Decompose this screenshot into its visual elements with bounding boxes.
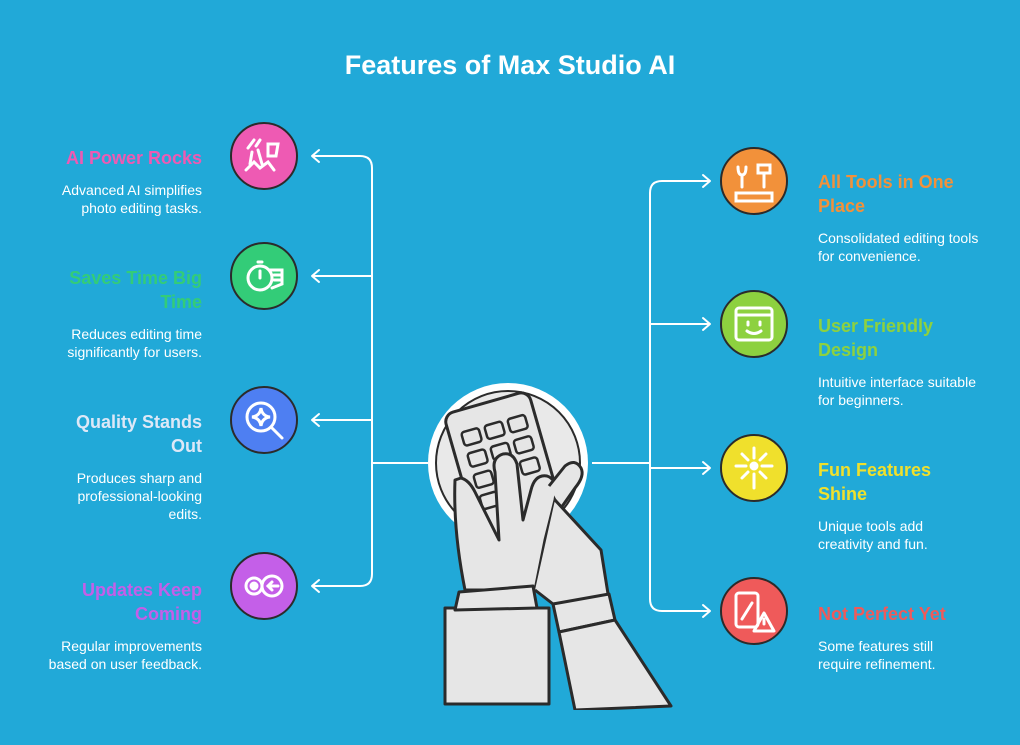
feature-heading: All Tools in One Place bbox=[818, 172, 954, 216]
hand-calculator-icon bbox=[428, 383, 673, 710]
feature-all-tools: All Tools in One Place Consolidated edit… bbox=[818, 170, 988, 265]
feature-heading: Updates Keep Coming bbox=[81, 580, 202, 624]
feature-user-friendly: User Friendly Design Intuitive interface… bbox=[818, 314, 988, 409]
feature-heading: Fun Features Shine bbox=[818, 460, 932, 504]
feature-updates: Updates Keep Coming Regular improvements… bbox=[20, 578, 202, 673]
feature-description: Intuitive interface suitable for beginne… bbox=[818, 374, 976, 408]
feature-quality: Quality Stands Out Produces sharp and pr… bbox=[20, 410, 202, 523]
page-title: Features of Max Studio AI bbox=[344, 50, 676, 80]
stopwatch-hand-icon bbox=[230, 242, 298, 310]
feature-description: Produces sharp and professional-looking … bbox=[76, 470, 202, 522]
feature-heading: Quality Stands Out bbox=[75, 412, 202, 456]
warning-icon bbox=[720, 577, 788, 645]
feature-description: Regular improvements based on user feedb… bbox=[48, 638, 202, 672]
ai-power-icon bbox=[230, 122, 298, 190]
feature-description: Advanced AI simplifies photo editing tas… bbox=[61, 182, 202, 216]
feature-description: Consolidated editing tools for convenien… bbox=[818, 230, 979, 264]
feature-heading: Saves Time Big Time bbox=[69, 268, 202, 312]
sparkle-icon bbox=[720, 434, 788, 502]
feature-heading: User Friendly Design bbox=[818, 316, 934, 360]
feature-fun: Fun Features Shine Unique tools add crea… bbox=[818, 458, 988, 553]
feature-description: Some features still require refinement. bbox=[818, 638, 936, 672]
feature-description: Reduces editing time significantly for u… bbox=[67, 326, 202, 360]
smiley-window-icon bbox=[720, 290, 788, 358]
feature-heading: Not Perfect Yet bbox=[818, 604, 946, 624]
feature-heading: AI Power Rocks bbox=[65, 148, 202, 168]
feature-not-perfect: Not Perfect Yet Some features still requ… bbox=[818, 602, 988, 673]
feature-description: Unique tools add creativity and fun. bbox=[818, 518, 928, 552]
feature-ai-power: AI Power Rocks Advanced AI simplifies ph… bbox=[20, 146, 202, 217]
magnifier-star-icon bbox=[230, 386, 298, 454]
toolbox-icon bbox=[720, 147, 788, 215]
update-arrow-icon bbox=[230, 552, 298, 620]
feature-saves-time: Saves Time Big Time Reduces editing time… bbox=[20, 266, 202, 361]
